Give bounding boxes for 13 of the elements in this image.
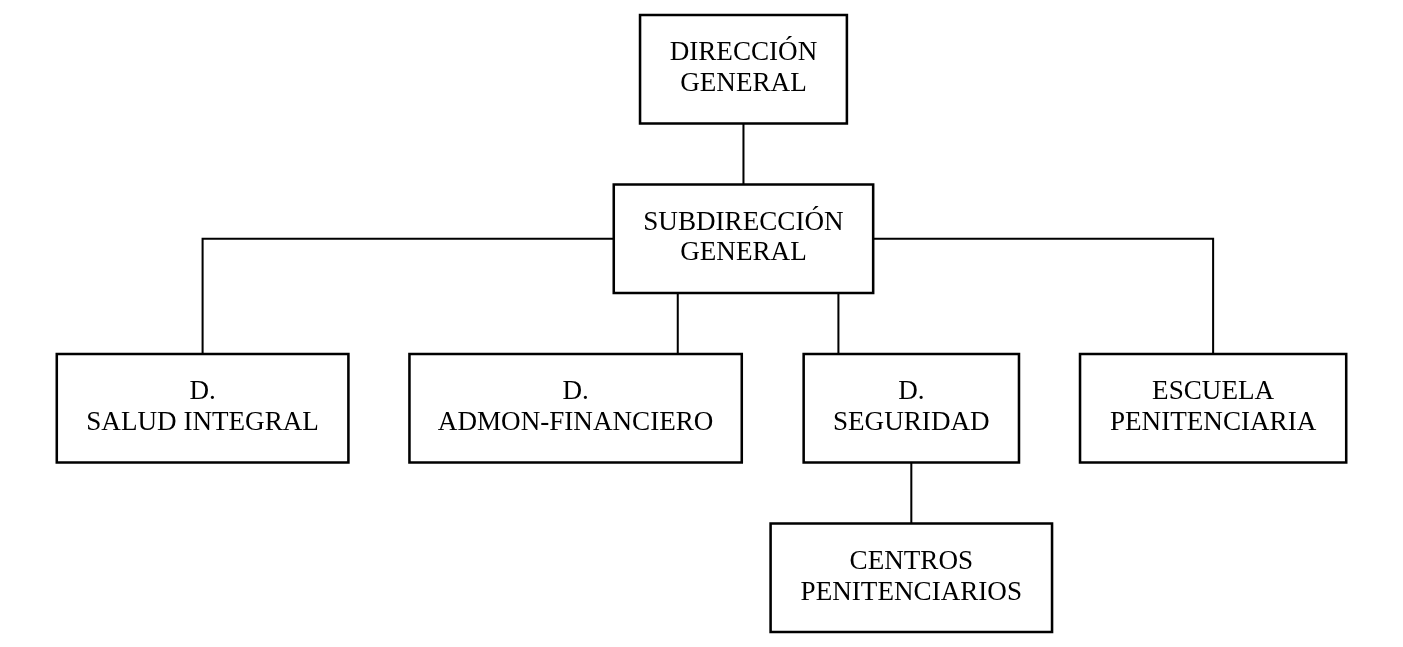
node-box: DIRECCIÓN GENERAL [638, 13, 849, 125]
node-box: D. ADMON-FINANCIERO [408, 352, 744, 464]
connector [201, 237, 614, 354]
connector [910, 462, 913, 524]
node-box: SUBDIRECCIÓN GENERAL [612, 183, 875, 295]
node-box: CENTROS PENITENCIARIOS [769, 522, 1054, 634]
connector [873, 237, 1215, 354]
node-box: D. SALUD INTEGRAL [55, 352, 350, 464]
connector [676, 293, 679, 354]
node-box: D. SEGURIDAD [802, 352, 1021, 464]
connector [742, 123, 745, 185]
node-box: ESCUELA PENITENCIARIA [1078, 352, 1348, 464]
connector [837, 293, 840, 354]
